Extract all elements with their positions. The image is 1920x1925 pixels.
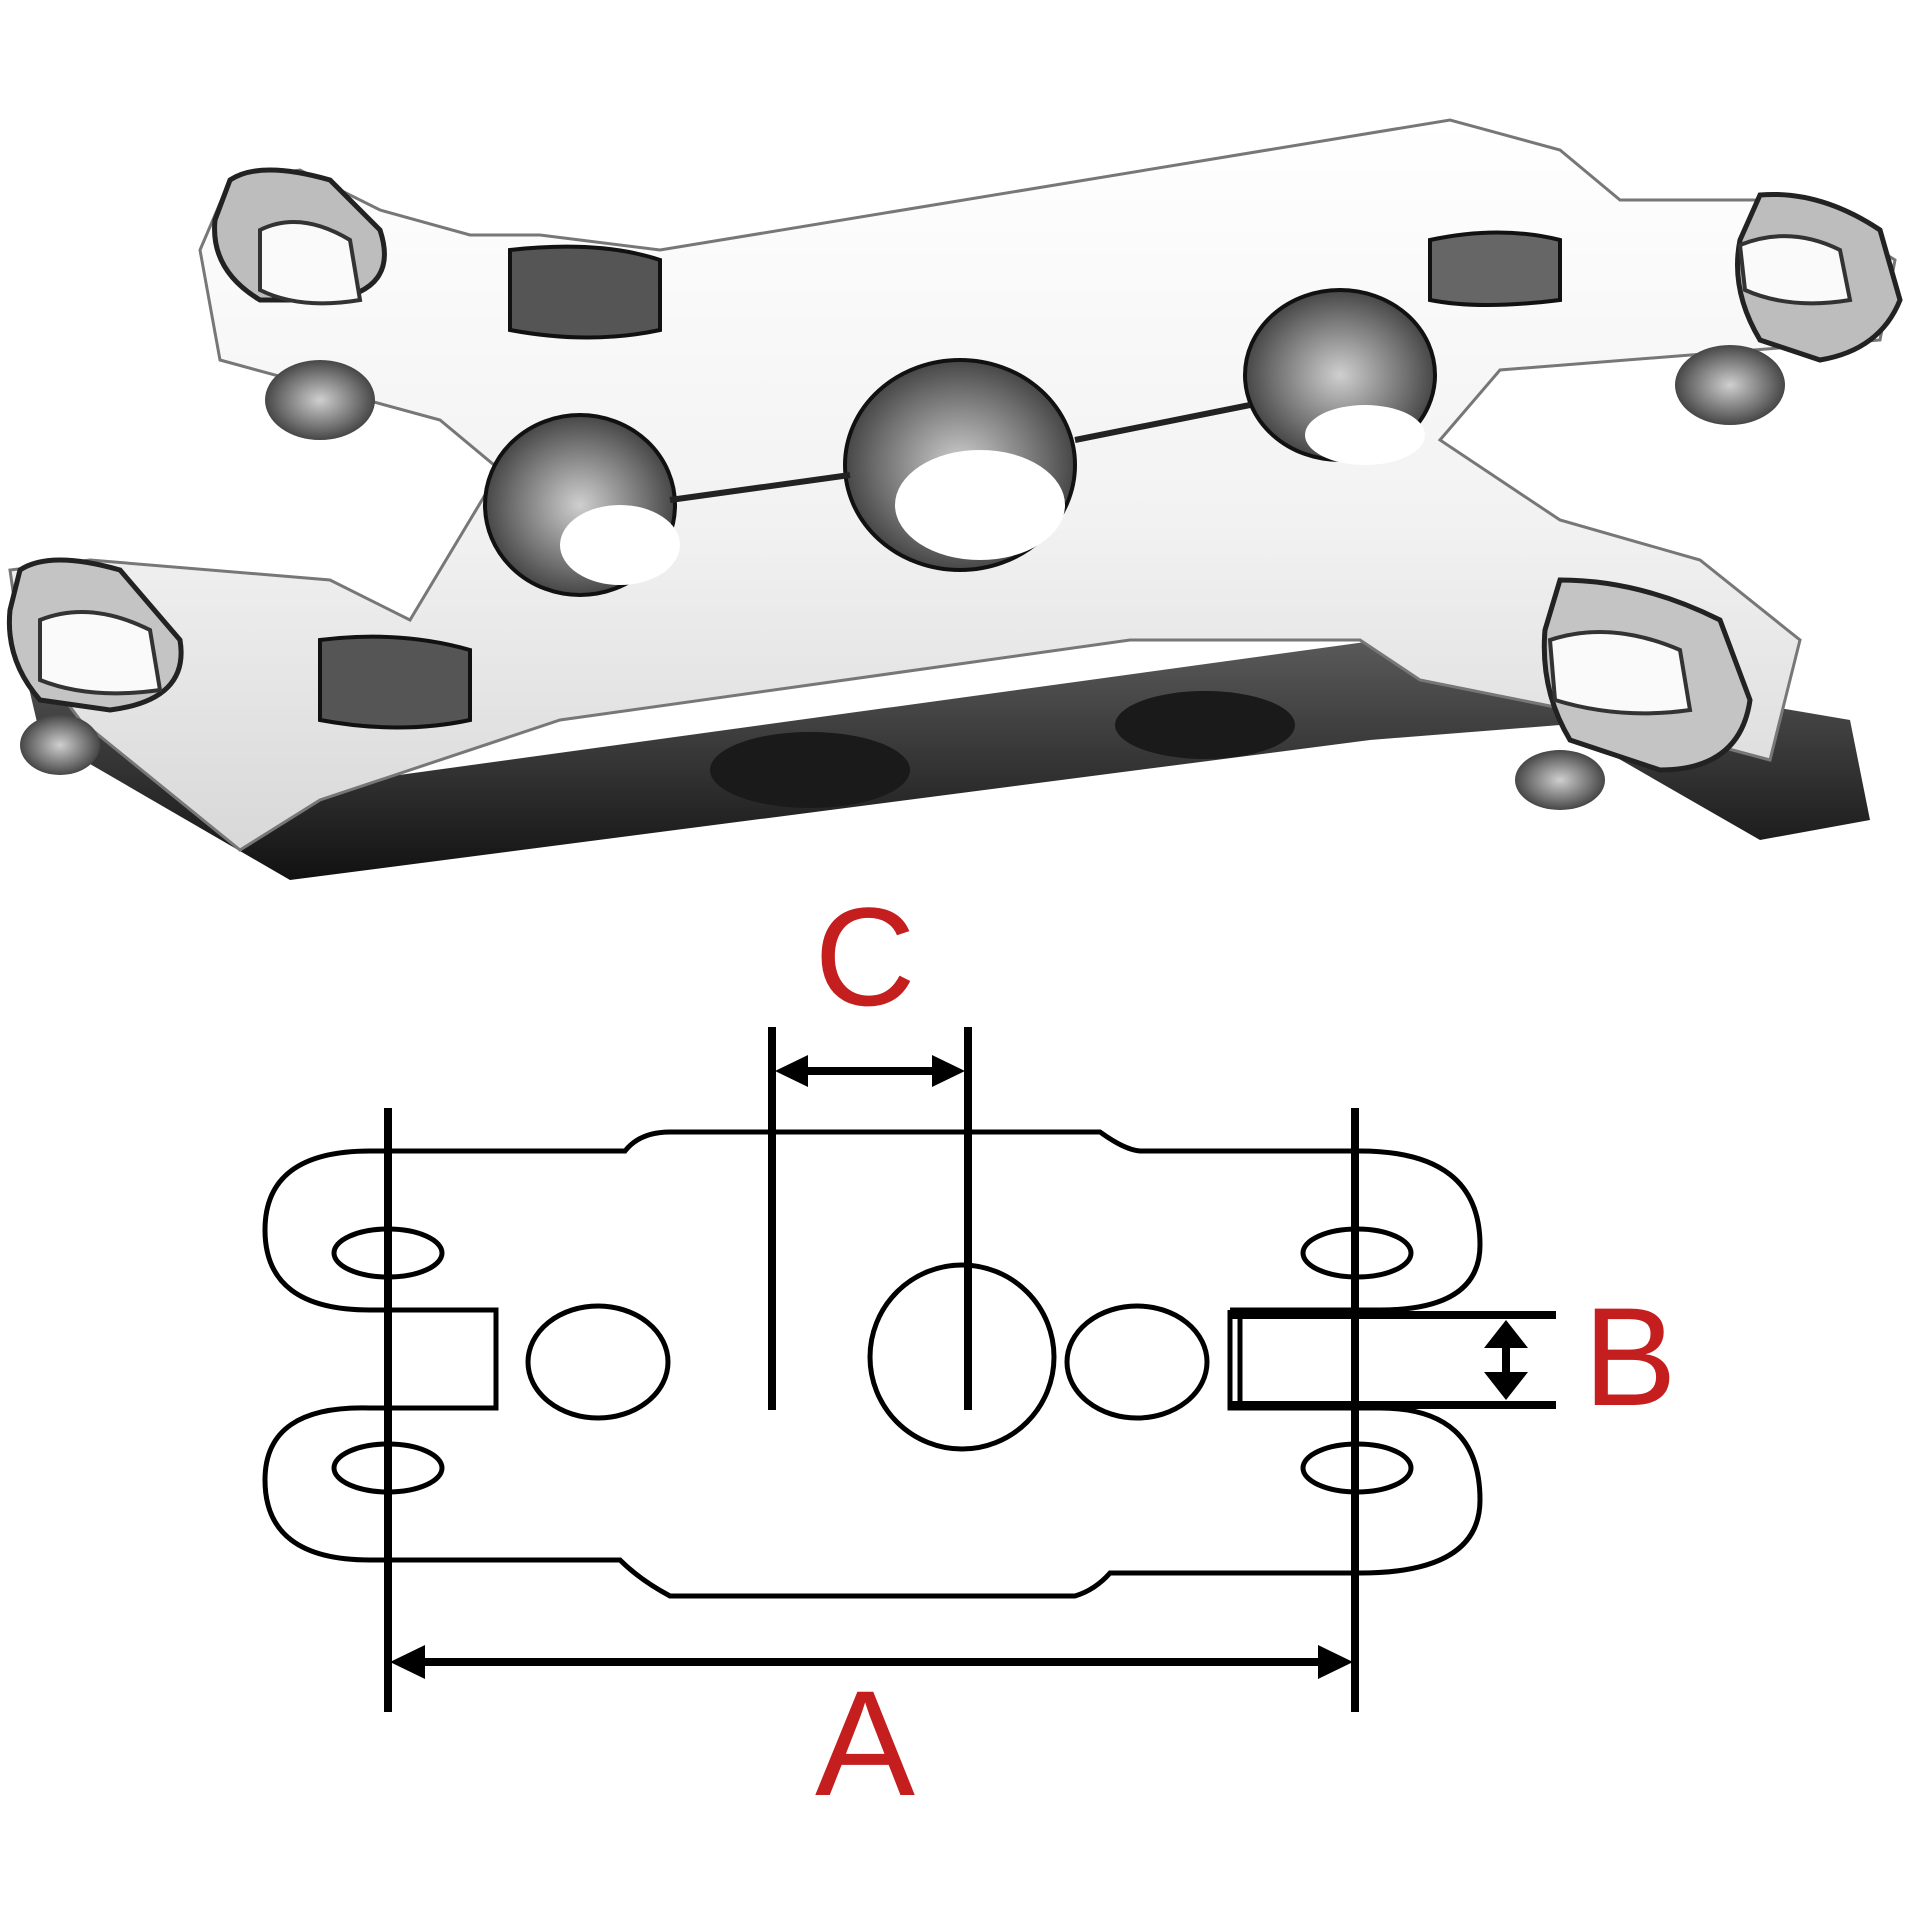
- c-arrow-left-icon: [775, 1055, 808, 1087]
- left-hole: [525, 1303, 671, 1421]
- c-arrow-right-icon: [932, 1055, 965, 1087]
- a-arrow-right-icon: [1318, 1645, 1353, 1679]
- label-c: C: [814, 900, 915, 1035]
- outline-top: [370, 1129, 1483, 1313]
- dimension-drawing: C B A: [0, 878, 1920, 1920]
- label-b: B: [1583, 1278, 1676, 1435]
- bracket-photo-illustration: [6, 118, 1903, 880]
- label-a: A: [815, 1659, 915, 1827]
- b-arrow-down-icon: [1484, 1372, 1528, 1400]
- a-arrow-left-icon: [390, 1645, 425, 1679]
- center-hole: [867, 1262, 1057, 1452]
- product-photo: [0, 0, 1920, 900]
- b-arrow-up-icon: [1484, 1320, 1528, 1348]
- right-hole: [1064, 1303, 1210, 1421]
- bracket-outline-diagram: C B A: [262, 878, 1677, 1827]
- outline-bottom: [262, 1148, 1483, 1599]
